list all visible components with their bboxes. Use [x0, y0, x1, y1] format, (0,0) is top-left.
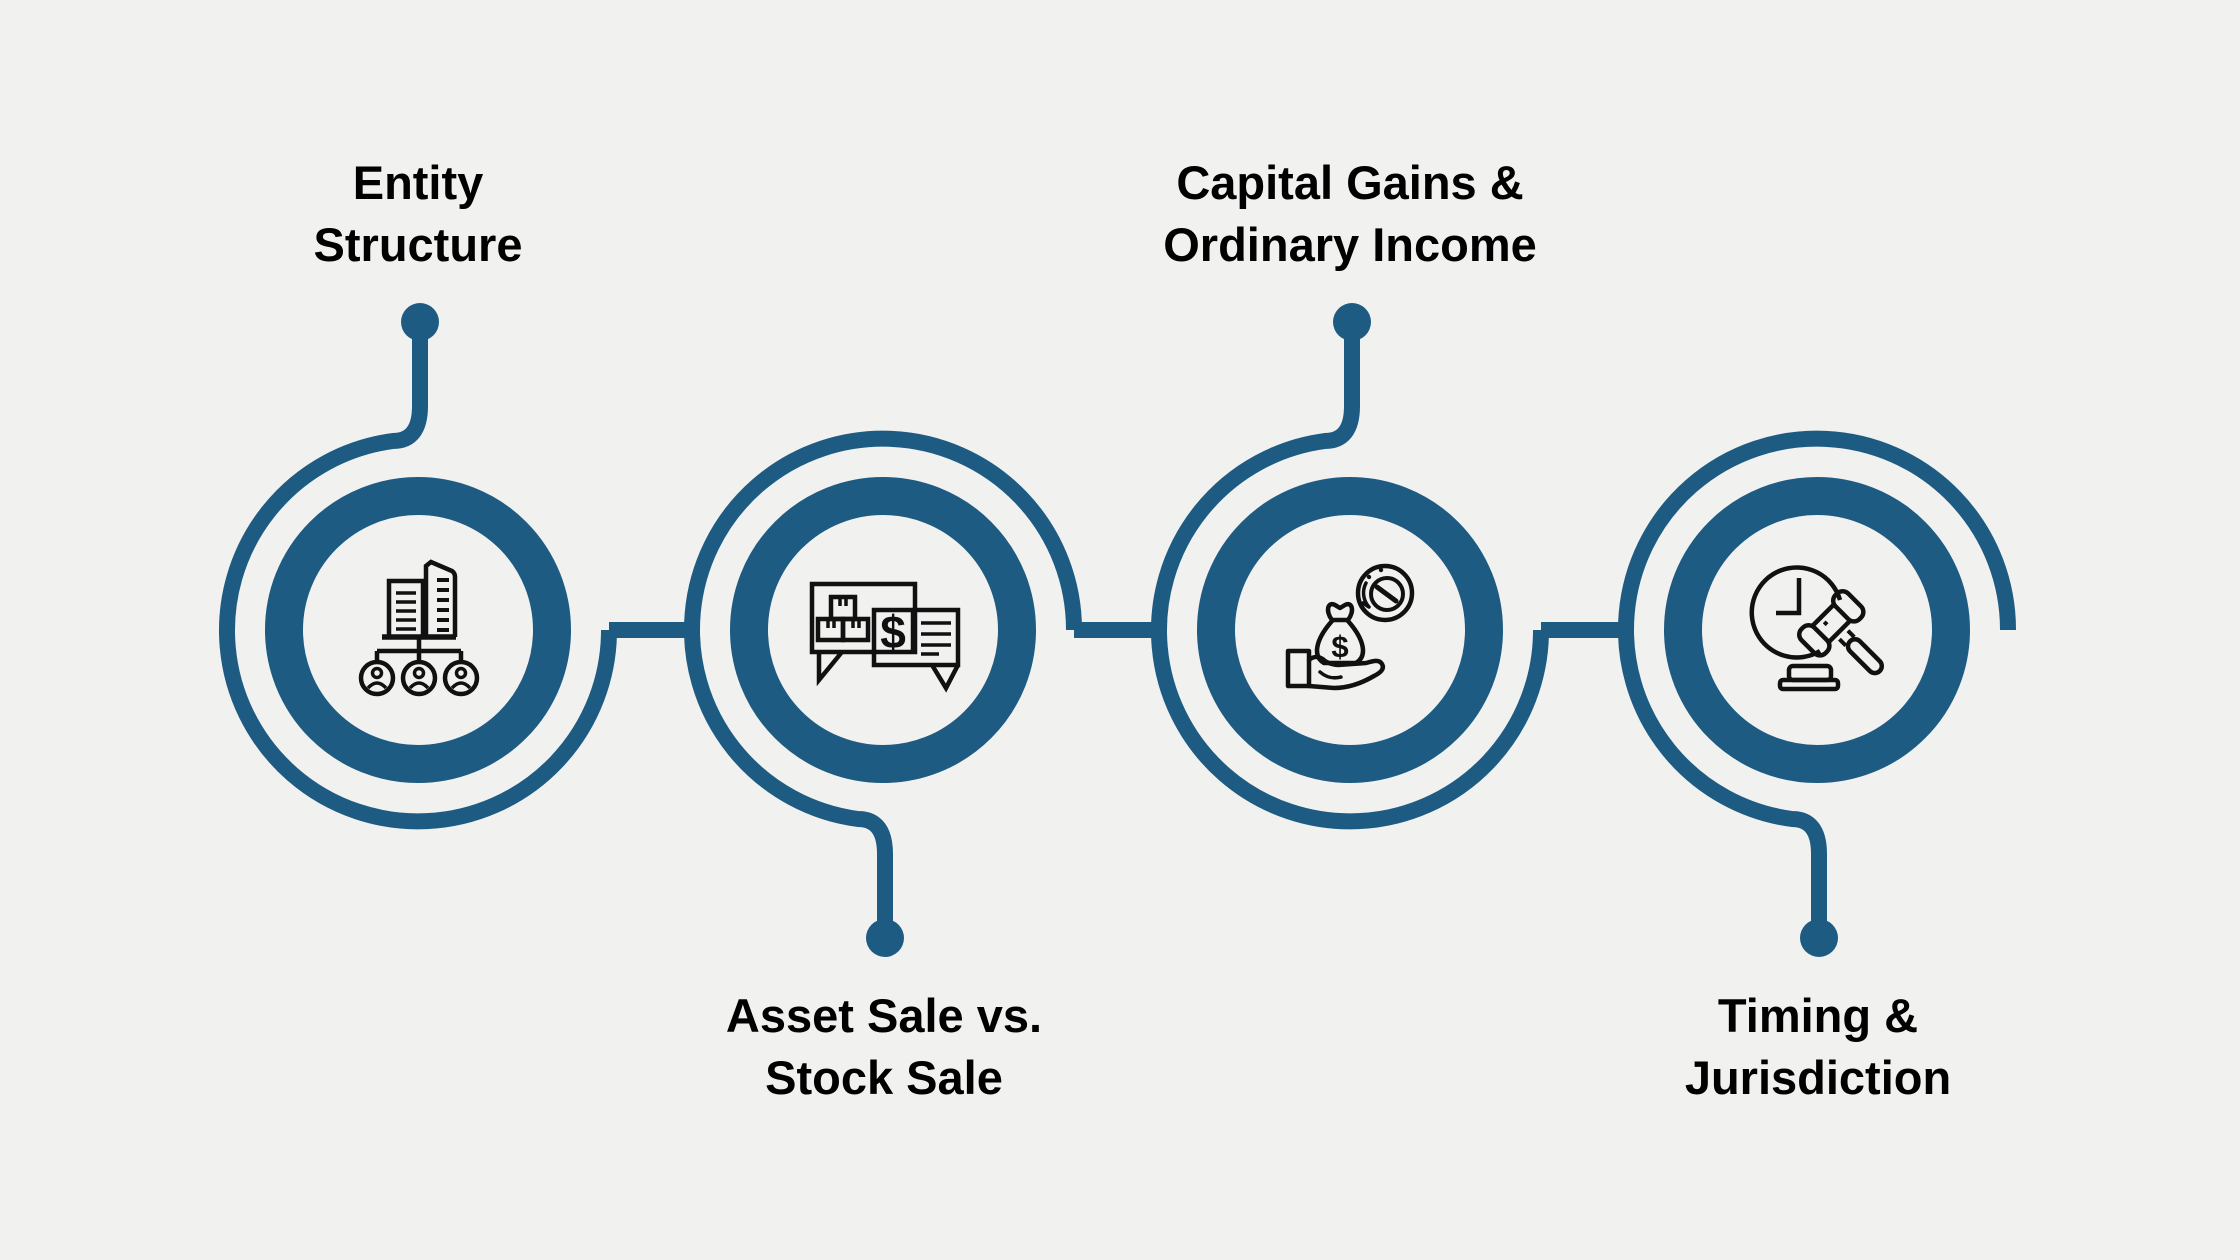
dollar-sign-glyph: $: [1331, 629, 1348, 664]
label-asset-sale-vs-stock-sale: Asset Sale vs. Stock Sale: [725, 989, 1043, 1104]
label-capital-gains-ordinary-income: Capital Gains & Ordinary Income: [1163, 156, 1537, 271]
node-timing-jurisdiction: [1618, 430, 2016, 957]
node1-inner-ring: [265, 477, 571, 783]
node2-stem-and-outer-arc: [684, 430, 1082, 936]
node3-inner-ring: [1197, 477, 1503, 783]
node4-inner-ring: [1664, 477, 1970, 783]
node4-connector-dot: [1800, 919, 1838, 957]
org-chart-building-icon: [358, 559, 480, 697]
label-entity-structure: Entity Structure: [313, 156, 523, 271]
dollar-sign-glyph: $: [880, 606, 906, 658]
label-timing-jurisdiction: Timing & Jurisdiction: [1684, 989, 1952, 1104]
node-entity-structure: [219, 303, 617, 830]
node-asset-sale-vs-stock-sale: $: [684, 430, 1082, 957]
node3-stem-and-outer-arc: [1151, 324, 1549, 830]
node1-connector-dot: [401, 303, 439, 341]
node1-stem-and-outer-arc: [219, 324, 617, 830]
speech-bubbles-transaction-icon: [809, 581, 961, 693]
money-bag-coin-hand-icon: [1285, 563, 1415, 691]
node2-connector-dot: [866, 919, 904, 957]
node4-stem-and-outer-arc: [1618, 430, 2016, 936]
node-capital-gains-ordinary-income: $: [1151, 303, 1549, 830]
clock-gavel-icon: [1749, 565, 1885, 692]
node2-inner-ring: [730, 477, 1036, 783]
node3-connector-dot: [1333, 303, 1371, 341]
